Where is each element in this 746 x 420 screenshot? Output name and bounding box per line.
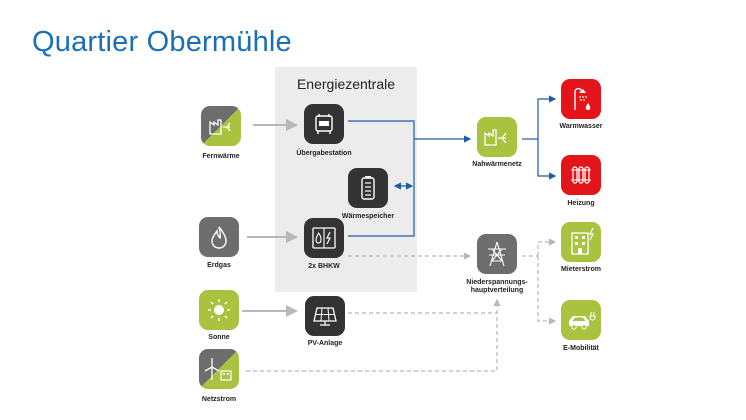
sonne-label: Sonne	[208, 334, 230, 341]
power-pylon-icon	[488, 241, 506, 267]
nahwaermenetz-node	[477, 117, 517, 157]
bhkw-node	[304, 218, 344, 258]
uebergabestation-label: Übergabestation	[296, 150, 352, 157]
line-to-warmwasser	[537, 95, 557, 139]
netzstrom-label: Netzstrom	[201, 396, 237, 403]
page-title: Quartier Obermühle	[32, 26, 292, 58]
energiezentrale-box	[275, 67, 417, 292]
line-uebergabe-heat	[348, 120, 415, 237]
niederspannung-label-2: hauptverteilung	[470, 287, 524, 294]
shower-icon	[574, 87, 591, 110]
fernwaerme-label: Fernwärme	[202, 153, 240, 160]
erdgas-label: Erdgas	[207, 262, 231, 269]
waermespeicher-label: Wärmespeicher	[341, 213, 395, 220]
electric-car-icon	[569, 312, 596, 330]
pv-anlage-node	[305, 296, 345, 336]
solar-panel-icon	[313, 307, 337, 326]
line-to-heizung	[537, 139, 557, 180]
e-mobilitaet-node	[561, 300, 601, 340]
station-icon	[315, 114, 333, 134]
uebergabestation-node	[304, 104, 344, 144]
pv-anlage-label: PV-Anlage	[307, 340, 343, 347]
niederspannung-label-1: Niederspannungs-	[466, 279, 528, 286]
line-to-emobilitaet	[537, 256, 557, 325]
heizung-node	[561, 155, 601, 195]
waermespeicher-node	[348, 168, 388, 208]
mieterstrom-label: Mieterstrom	[560, 266, 602, 273]
fernwaerme-node	[201, 106, 241, 146]
e-mobilitaet-label: E-Mobilität	[563, 345, 599, 352]
sonne-node	[199, 290, 239, 330]
chp-icon	[312, 227, 336, 249]
heizung-label: Heizung	[567, 200, 595, 207]
erdgas-node	[199, 217, 239, 257]
nahwaermenetz-label: Nahwärmenetz	[472, 161, 522, 168]
energiezentrale-title: Energiezentrale	[296, 76, 396, 92]
mieterstrom-node	[561, 222, 601, 262]
flame-icon	[211, 226, 227, 249]
niederspannung-node	[477, 234, 517, 274]
heat-network-icon	[484, 129, 507, 146]
factory-icon	[209, 119, 231, 135]
sun-icon	[208, 299, 230, 321]
bhkw-label: 2x BHKW	[308, 263, 340, 270]
radiator-icon	[571, 166, 591, 184]
line-to-mieterstrom	[537, 238, 557, 256]
battery-icon	[361, 176, 375, 200]
wind-turbine-icon	[204, 358, 232, 381]
building-icon	[571, 227, 594, 255]
warmwasser-label: Warmwasser	[559, 123, 603, 130]
warmwasser-node	[561, 79, 601, 119]
netzstrom-node	[199, 349, 239, 389]
